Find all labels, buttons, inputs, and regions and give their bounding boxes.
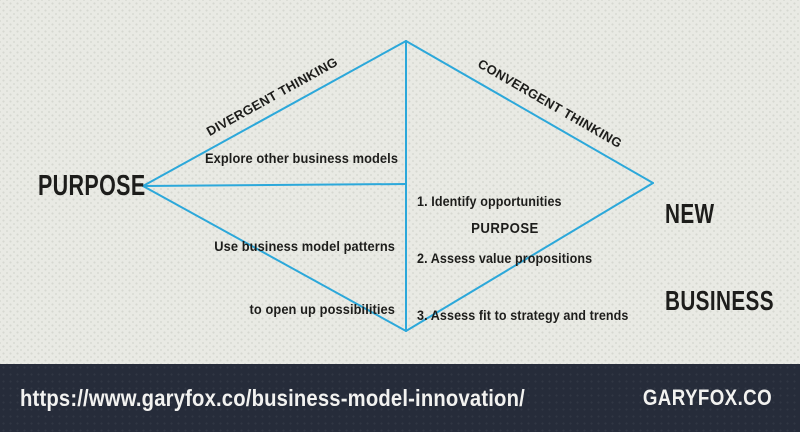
use-patterns-line1: Use business model patterns bbox=[214, 239, 395, 254]
step-assess-fit-strategy-trends: 3. Assess fit to strategy and trends bbox=[417, 308, 629, 323]
diamond-diagram bbox=[142, 40, 654, 332]
convergent-steps-list: 1. Identify opportunities 2. Assess valu… bbox=[417, 154, 629, 363]
use-patterns-line2: to open up possibilities bbox=[249, 302, 395, 317]
purpose-small-label: PURPOSE bbox=[471, 220, 539, 237]
new-business-models-line2: BUSINESS bbox=[665, 285, 774, 316]
step-identify-opportunities: 1. Identify opportunities bbox=[417, 194, 562, 209]
purpose-left-heading: PURPOSE bbox=[38, 170, 146, 202]
explore-business-models-text: Explore other business models bbox=[205, 151, 399, 166]
new-business-models-line1: NEW bbox=[665, 198, 715, 229]
footer-url-text: https://www.garyfox.co/business-model-in… bbox=[20, 384, 525, 411]
footer-brand-text: GARYFOX.CO bbox=[642, 385, 772, 410]
step-assess-value-propositions: 2. Assess value propositions bbox=[417, 251, 593, 266]
diamond-edge-top-right bbox=[405, 40, 654, 184]
use-patterns-text: Use business model patterns to open up p… bbox=[205, 194, 395, 362]
diamond-left-horizontal-divider bbox=[142, 183, 407, 187]
diamond-edge-bottom-left bbox=[142, 185, 407, 332]
diamond-edge-top-left bbox=[142, 40, 407, 187]
footer-bar: https://www.garyfox.co/business-model-in… bbox=[0, 364, 800, 432]
diamond-edge-bottom-right bbox=[405, 182, 654, 332]
